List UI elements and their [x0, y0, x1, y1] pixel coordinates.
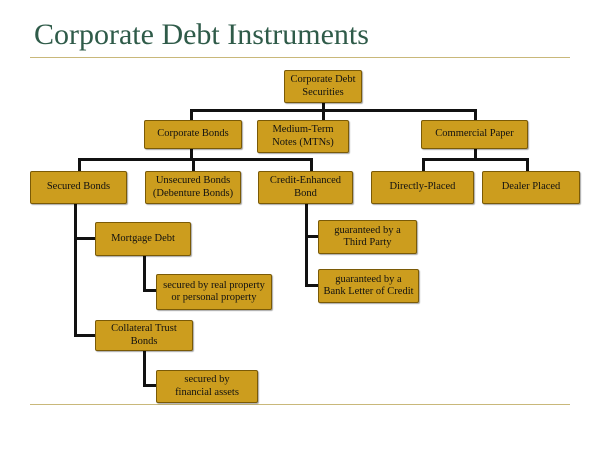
node-corporate-debt-securities: Corporate Debt Securities — [284, 70, 362, 103]
node-commercial-paper: Commercial Paper — [421, 120, 528, 149]
connector-line — [305, 203, 308, 287]
connector-line — [143, 350, 146, 387]
connector-line — [322, 109, 325, 121]
connector-line — [322, 102, 325, 111]
connector-line — [190, 109, 193, 121]
page-title: Corporate Debt Instruments — [34, 18, 369, 51]
connector-line — [74, 203, 77, 337]
connector-line — [474, 148, 477, 160]
node-secured-bonds: Secured Bonds — [30, 171, 127, 204]
connector-line — [526, 158, 529, 172]
connector-line — [305, 235, 319, 238]
connector-line — [190, 148, 193, 160]
connector-line — [143, 384, 157, 387]
connector-line — [78, 158, 312, 161]
node-guaranteed-bank-letter: guaranteed by a Bank Letter of Credit — [318, 269, 419, 303]
node-secured-real-property: secured by real property or personal pro… — [156, 274, 272, 310]
node-dealer-placed: Dealer Placed — [482, 171, 580, 204]
connector-line — [422, 158, 528, 161]
node-mortgage-debt: Mortgage Debt — [95, 222, 191, 256]
connector-line — [310, 158, 313, 172]
node-credit-enhanced-bond: Credit-Enhanced Bond — [258, 171, 353, 204]
connector-line — [143, 289, 157, 292]
footer-rule — [30, 404, 570, 405]
connector-line — [74, 334, 96, 337]
node-directly-placed: Directly-Placed — [371, 171, 474, 204]
connector-line — [74, 237, 96, 240]
connector-line — [190, 109, 476, 112]
node-guaranteed-third-party: guaranteed by a Third Party — [318, 220, 417, 254]
connector-line — [192, 158, 195, 172]
title-rule — [30, 57, 570, 58]
node-medium-term-notes: Medium-Term Notes (MTNs) — [257, 120, 349, 153]
node-secured-financial-assets: secured by financial assets — [156, 370, 258, 403]
node-collateral-trust-bonds: Collateral Trust Bonds — [95, 320, 193, 351]
connector-line — [474, 109, 477, 121]
connector-line — [143, 255, 146, 292]
node-unsecured-bonds: Unsecured Bonds (Debenture Bonds) — [145, 171, 241, 204]
node-corporate-bonds: Corporate Bonds — [144, 120, 242, 149]
connector-line — [422, 158, 425, 172]
connector-line — [78, 158, 81, 172]
connector-line — [305, 284, 319, 287]
